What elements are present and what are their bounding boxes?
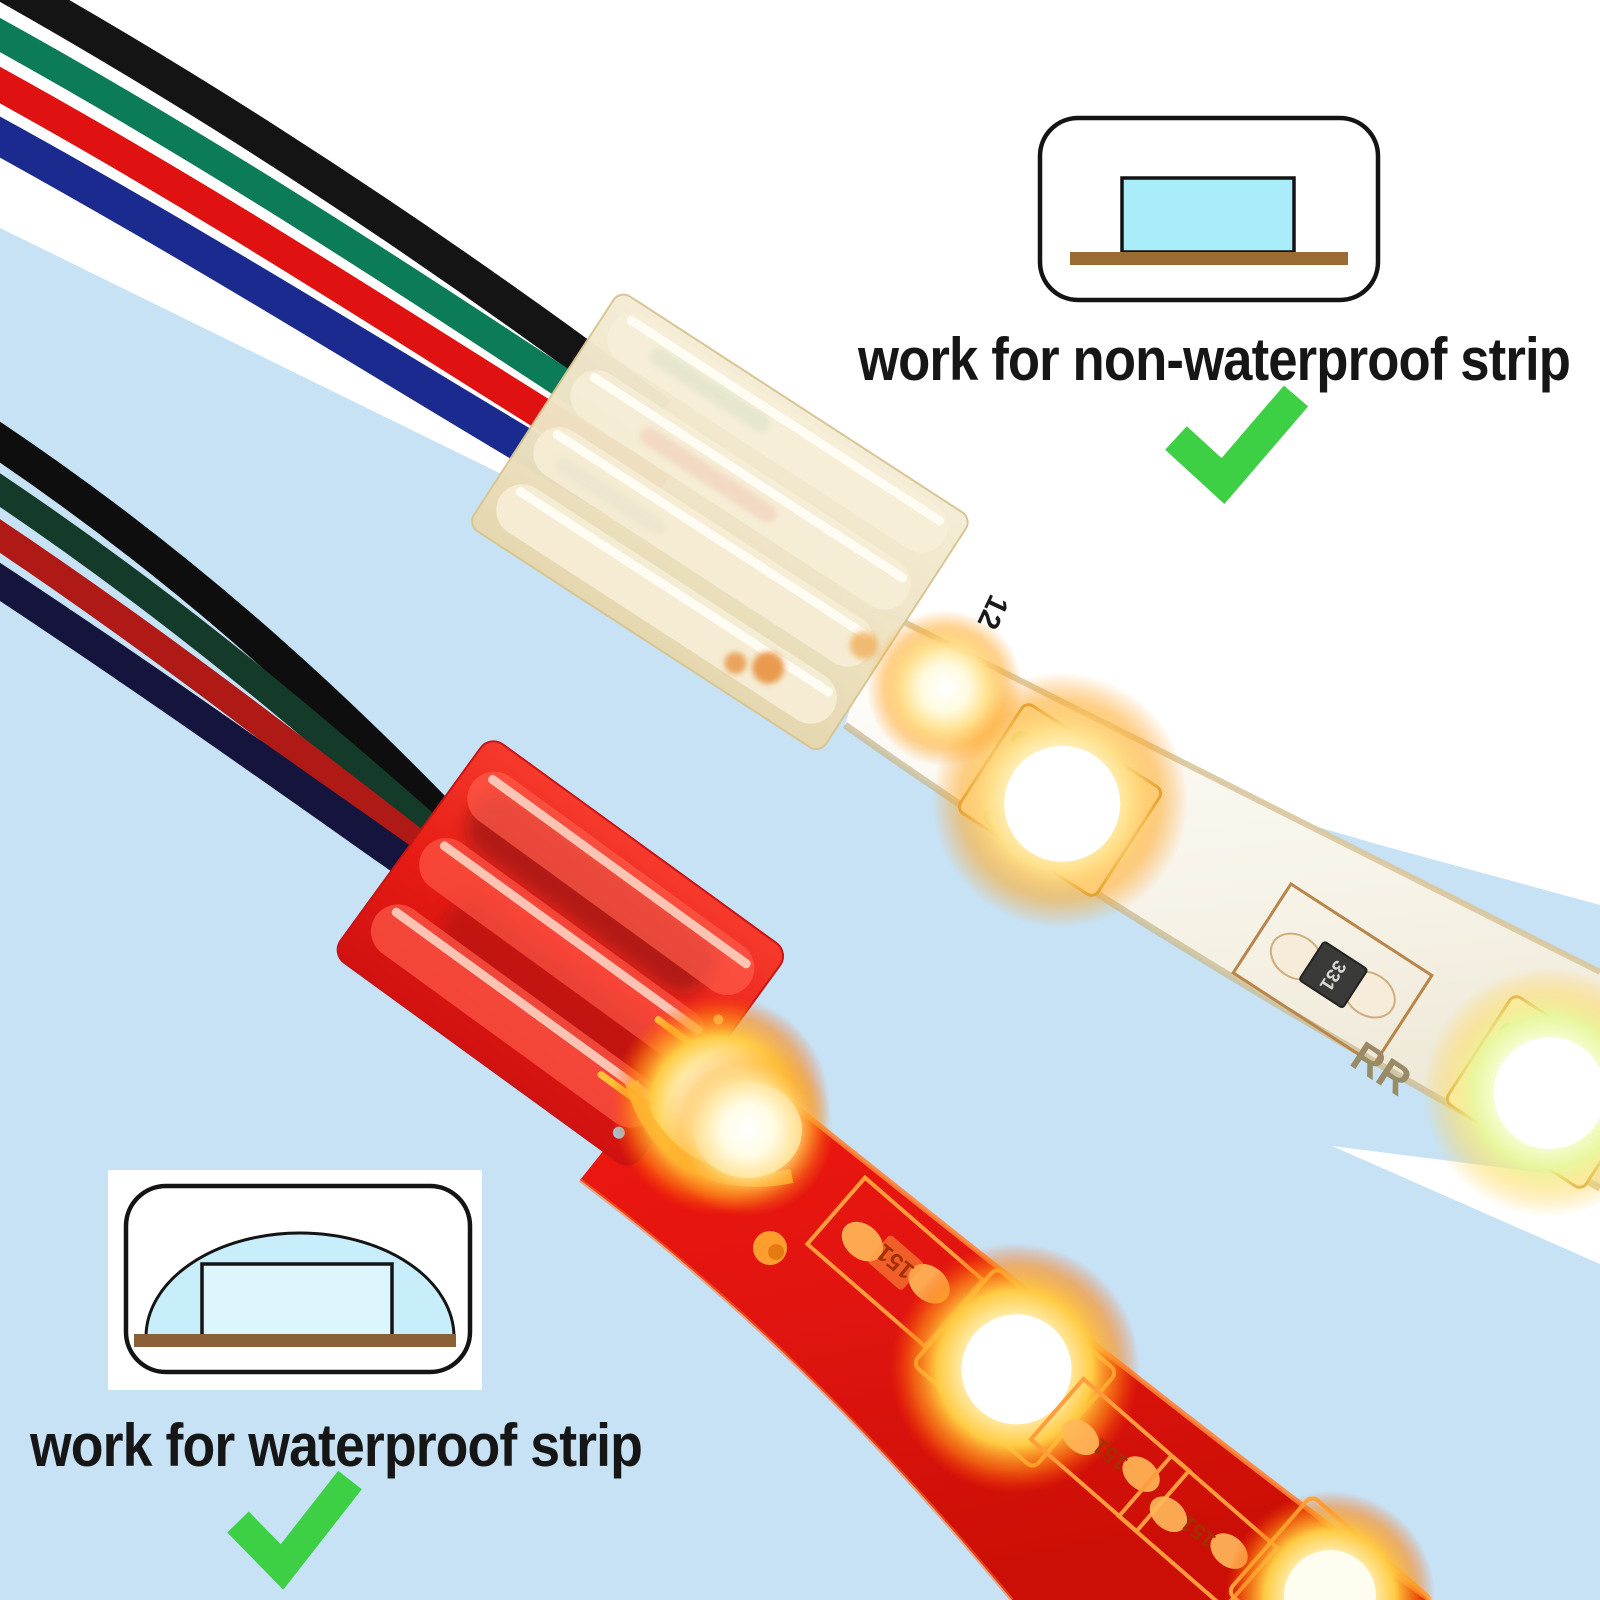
pcb-base-bar — [134, 1334, 456, 1347]
checkmark-icon — [1165, 385, 1309, 504]
pcb-base-bar — [1070, 252, 1348, 265]
connector-ribs — [370, 771, 755, 1128]
red-strip-led — [1225, 1491, 1435, 1600]
wire-black — [0, 421, 475, 850]
strip-cross-section — [200, 1262, 394, 1339]
caption-waterproof: work for waterproof strip — [29, 1412, 642, 1479]
strip-bottom-edge — [578, 1178, 1014, 1600]
contact-dot — [752, 651, 785, 684]
checkmark-icon — [227, 1470, 362, 1590]
waterproof-icon-card — [108, 1170, 482, 1390]
strip-cross-section — [1120, 176, 1296, 254]
connector-mouth-glow — [867, 610, 1023, 766]
clear-strip-connector — [471, 293, 969, 750]
smd-led — [1423, 967, 1600, 1217]
contact-dot — [724, 652, 747, 675]
wire-dark-green — [0, 473, 484, 879]
white-led-strip: 331 RR — [842, 607, 1600, 1217]
red-connector-mouth-glow — [610, 995, 834, 1216]
connector-ribs — [496, 313, 948, 724]
caption-non-waterproof: work for non-waterproof strip — [857, 326, 1570, 393]
non-waterproof-icon-card — [1037, 115, 1381, 303]
